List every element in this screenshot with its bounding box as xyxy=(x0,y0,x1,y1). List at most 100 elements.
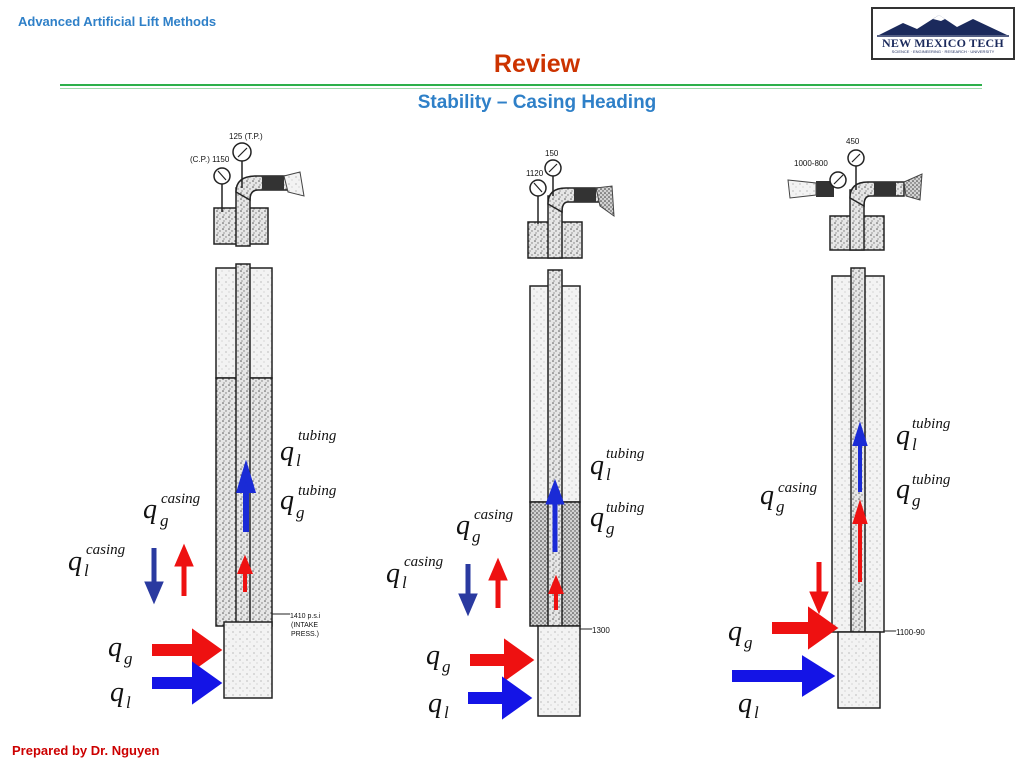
svg-text:casing: casing xyxy=(86,542,126,558)
svg-text:casing: casing xyxy=(404,554,444,570)
logo-text: NEW MEXICO TECH xyxy=(882,36,1004,50)
svg-text:g: g xyxy=(124,649,133,668)
wellhead-3: 450 1000-800 xyxy=(787,137,923,251)
symbol-qg-casing-2: q g casing xyxy=(456,507,514,546)
svg-text:l: l xyxy=(444,703,449,722)
tubing-pressure-gauge-icon xyxy=(232,142,252,162)
casing-pressure-label: 1120 xyxy=(526,169,544,178)
casing-pressure-label: (C.P.) 1150 xyxy=(190,155,230,164)
symbol-ql-inflow-3: q l xyxy=(738,688,759,722)
tubing-liquid-arrow xyxy=(852,421,868,492)
symbol-qg-tubing-3: q g tubing xyxy=(896,472,951,510)
well-3: 450 1000-800 1100-90 q l tubing q g tubi… xyxy=(728,137,951,722)
casing-gas-arrow xyxy=(809,562,829,615)
symbol-ql-tubing-3: q l tubing xyxy=(896,416,951,454)
casing-gas-arrow xyxy=(174,543,194,596)
svg-text:tubing: tubing xyxy=(298,483,337,499)
svg-text:q: q xyxy=(143,494,157,525)
symbol-qg-casing-1: q g casing xyxy=(143,491,201,530)
svg-text:l: l xyxy=(296,451,301,470)
symbol-qg-inflow-2: q g xyxy=(426,640,451,676)
intake-note-line2: PRESS.) xyxy=(291,631,319,638)
svg-text:g: g xyxy=(606,519,615,538)
svg-text:g: g xyxy=(472,527,481,546)
svg-text:tubing: tubing xyxy=(606,500,645,516)
symbol-qg-tubing-2: q g tubing xyxy=(590,500,645,538)
svg-text:q: q xyxy=(280,436,294,467)
svg-text:q: q xyxy=(456,510,470,541)
intake-pressure-label: 1300 xyxy=(592,626,610,635)
svg-text:q: q xyxy=(386,558,400,589)
casing-liquid-arrow xyxy=(144,548,164,605)
intake-note-line1: (INTAKE xyxy=(291,622,318,629)
symbol-ql-inflow-2: q l xyxy=(428,688,449,722)
wellbore-3: 1100-90 xyxy=(831,267,925,709)
inflow-liquid-arrow xyxy=(468,676,533,720)
tubing-pressure-label: 125 (T.P.) xyxy=(229,132,263,141)
course-title: Advanced Artificial Lift Methods xyxy=(18,14,217,29)
svg-text:q: q xyxy=(110,677,124,708)
svg-text:casing: casing xyxy=(161,491,201,507)
inflow-liquid-arrow xyxy=(732,655,836,697)
slide-title: Review xyxy=(493,50,581,78)
svg-text:g: g xyxy=(912,491,921,510)
tubing-pressure-label: 450 xyxy=(846,137,860,146)
svg-text:g: g xyxy=(160,511,169,530)
symbol-qg-inflow-3: q g xyxy=(728,616,753,652)
svg-text:casing: casing xyxy=(778,480,818,496)
university-logo: NEW MEXICO TECH SCIENCE · ENGINEERING · … xyxy=(871,7,1015,60)
svg-text:q: q xyxy=(426,640,440,671)
intake-pressure-label: 1410 p.s.i xyxy=(290,613,321,620)
tubing-gas-arrow xyxy=(852,499,868,582)
svg-text:q: q xyxy=(108,632,122,663)
wellhead-1: 125 (T.P.) (C.P.) 1150 xyxy=(190,132,305,247)
svg-text:tubing: tubing xyxy=(298,428,337,444)
tubing-string xyxy=(547,269,563,627)
tubing-gas-arrow xyxy=(237,554,253,592)
svg-text:tubing: tubing xyxy=(912,472,951,488)
mountain-logo-icon xyxy=(877,15,1009,37)
svg-text:g: g xyxy=(744,633,753,652)
symbol-qg-casing-3: q g casing xyxy=(760,480,818,516)
casing-liquid-arrow xyxy=(458,564,478,617)
symbol-ql-tubing-2: q l tubing xyxy=(590,446,645,484)
svg-text:g: g xyxy=(442,657,451,676)
wellbore-1: 1410 p.s.i (INTAKE PRESS.) xyxy=(215,263,321,699)
symbol-ql-inflow-1: q l xyxy=(110,677,131,712)
symbol-ql-casing-2: q l casing xyxy=(386,554,444,592)
inflow-gas-arrow xyxy=(772,606,839,650)
svg-text:l: l xyxy=(754,703,759,722)
svg-text:q: q xyxy=(896,420,910,451)
wellbore-2: 1300 xyxy=(529,269,610,717)
svg-text:q: q xyxy=(428,688,442,719)
intake-pressure-label: 1100-90 xyxy=(896,628,925,637)
footer-author: Prepared by Dr. Nguyen xyxy=(12,743,160,758)
casing-pressure-label: 1000-800 xyxy=(794,159,828,168)
perforated-section xyxy=(223,621,273,699)
slide-subtitle: Stability – Casing Heading xyxy=(417,92,657,113)
svg-text:g: g xyxy=(776,497,785,516)
svg-text:l: l xyxy=(606,465,611,484)
symbol-ql-tubing-1: q l tubing xyxy=(280,428,337,470)
inflow-liquid-arrow xyxy=(152,661,223,705)
header-divider-shadow xyxy=(60,88,982,89)
inflow-gas-arrow xyxy=(470,638,535,682)
symbol-qg-tubing-1: q g tubing xyxy=(280,483,337,522)
tubing-pressure-label: 150 xyxy=(545,149,559,158)
svg-text:l: l xyxy=(84,561,89,580)
svg-text:l: l xyxy=(126,693,131,712)
svg-text:l: l xyxy=(912,435,917,454)
svg-text:q: q xyxy=(68,546,82,577)
well-2: 150 1120 1300 q l tubing q g tubing q xyxy=(386,149,645,722)
perforated-section xyxy=(837,631,881,709)
svg-text:q: q xyxy=(896,474,910,505)
tubing-liquid-arrow xyxy=(545,478,565,552)
svg-text:tubing: tubing xyxy=(912,416,951,432)
svg-text:q: q xyxy=(760,480,774,511)
svg-text:q: q xyxy=(738,688,752,719)
svg-text:q: q xyxy=(728,616,742,647)
svg-text:tubing: tubing xyxy=(606,446,645,462)
header-divider xyxy=(60,84,982,86)
symbol-ql-casing-1: q l casing xyxy=(68,542,126,580)
